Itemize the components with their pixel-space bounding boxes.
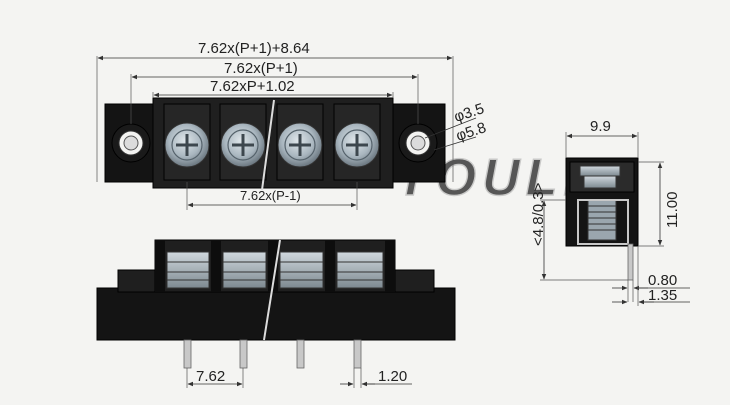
pin-4	[353, 339, 362, 369]
terminal-3	[276, 103, 324, 181]
pin-1	[183, 339, 192, 369]
pin-2	[239, 339, 248, 369]
top-view-break-line	[261, 99, 275, 191]
terminal-1	[163, 103, 211, 181]
outer-pitch-label: 7.62x(P+1)	[224, 60, 298, 77]
pin-offset-label: 1.35	[648, 287, 677, 304]
front-terminal-3	[279, 251, 324, 289]
top-view-dimensions: 7.62x(P+1)+8.64 7.62x(P+1) 7.62xP+1.02 7…	[96, 40, 488, 210]
front-view-dimensions: 7.62 1.20	[186, 368, 412, 388]
side-height-label: 11.00	[664, 192, 681, 228]
terminal-4	[333, 103, 381, 181]
left-mounting-hole	[111, 123, 151, 163]
front-terminal-1	[166, 251, 210, 289]
terminal-2	[219, 103, 267, 181]
side-width-label: 9.9	[590, 118, 611, 135]
side-view-dimensions: 9.9 11.00 <4.8/0.3> 0.80 1.35	[530, 118, 690, 306]
side-view	[565, 157, 639, 281]
overall-width-label: 7.62x(P+1)+8.64	[198, 40, 310, 57]
front-terminal-2	[222, 251, 267, 289]
side-pin-length-label: <4.8/0.3>	[530, 182, 547, 246]
front-view-base	[96, 287, 456, 341]
terminal-span-label: 7.62x(P-1)	[240, 188, 301, 203]
front-view-break-line	[263, 239, 281, 341]
front-terminal-4	[336, 251, 384, 289]
right-mounting-hole	[398, 123, 438, 163]
top-view	[104, 97, 446, 191]
pitch-label: 7.62	[196, 368, 225, 385]
front-view	[96, 239, 456, 369]
pin-width-label: 1.20	[378, 368, 407, 385]
inner-span-label: 7.62xP+1.02	[210, 78, 295, 95]
side-view-thread	[587, 199, 617, 241]
pin-thickness-label: 0.80	[648, 272, 677, 289]
pin-3	[296, 339, 305, 369]
side-view-pin	[627, 243, 634, 281]
